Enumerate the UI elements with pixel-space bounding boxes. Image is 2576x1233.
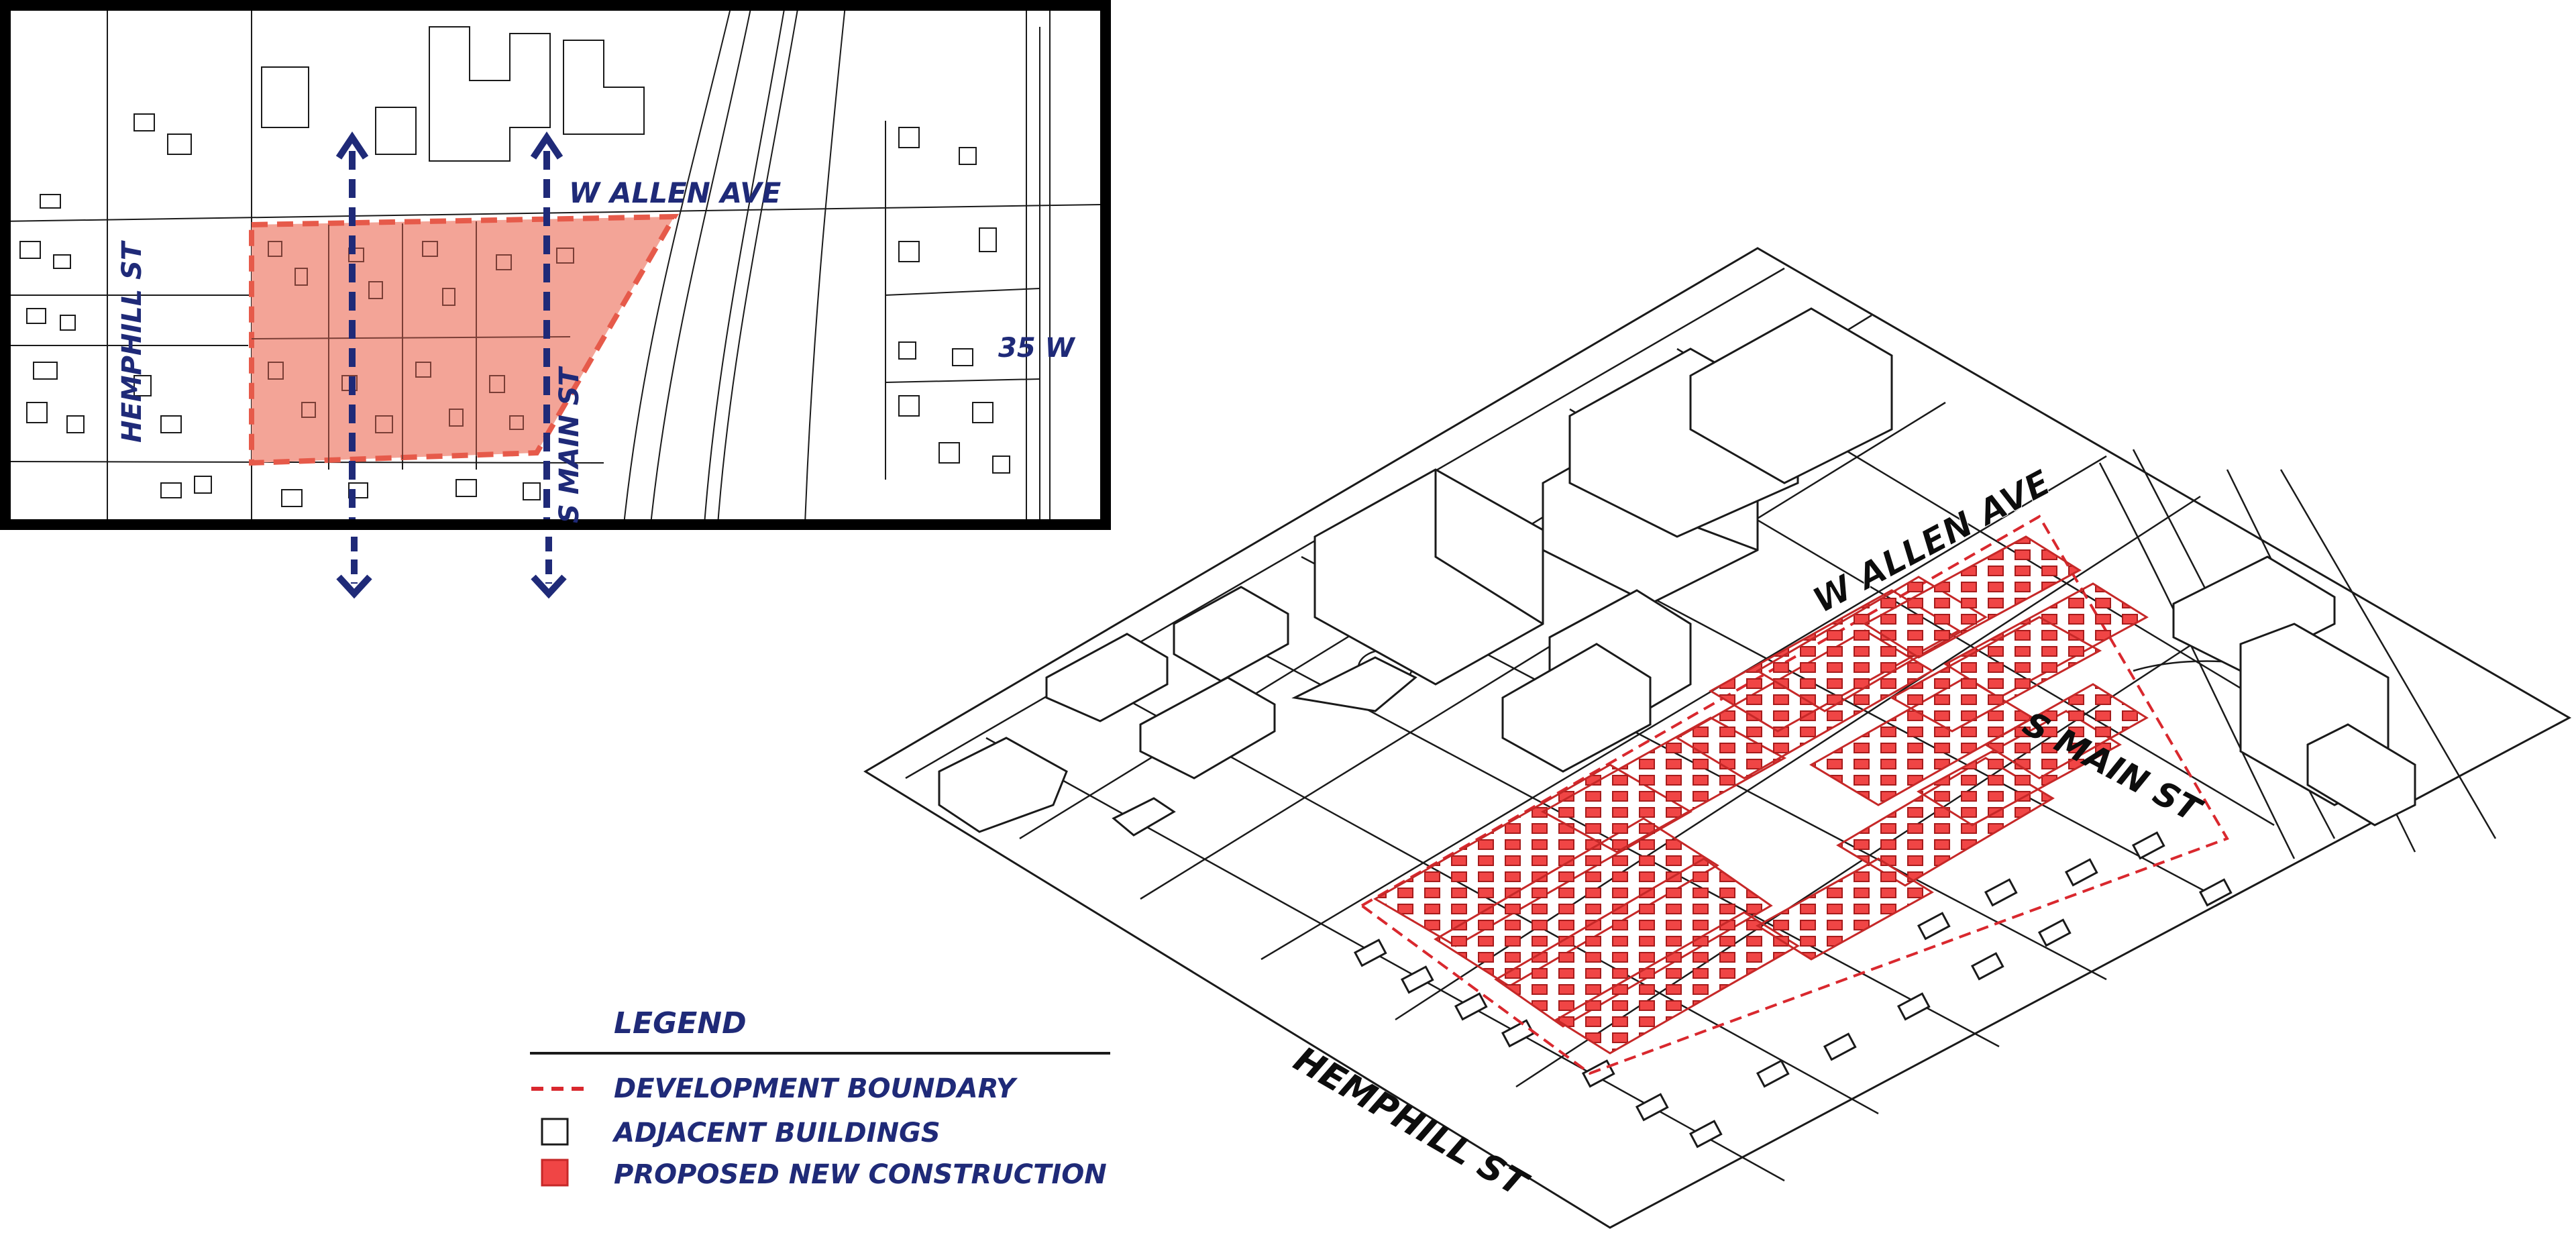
inset-development-blocks [251, 221, 574, 463]
proposed-block [1434, 817, 1719, 987]
inset-label-main: S MAIN ST [554, 366, 585, 523]
inset-hospital-outlines [261, 26, 645, 162]
proposed-construction [1373, 535, 2149, 1055]
proposed-block [1889, 616, 2102, 733]
legend-proposed-label: PROPOSED NEW CONSTRUCTION [614, 1159, 1107, 1190]
south-arrow-right [531, 537, 567, 599]
inset-arrow-left [335, 131, 369, 523]
proposed-block [1984, 683, 2149, 780]
proposed-block [1494, 857, 1773, 1028]
legend-boundary-label: DEVELOPMENT BOUNDARY [614, 1073, 1018, 1104]
inset-frame [0, 0, 1111, 530]
inset-label-i35: 35 W [998, 333, 1076, 364]
legend-title: LEGEND [614, 1006, 747, 1040]
residential-buildings [1353, 831, 2233, 1148]
inset-label-hemphill: HEMPHILL ST [117, 240, 148, 443]
legend-proposed-symbol [541, 1159, 569, 1187]
legend-adjacent-symbol [541, 1118, 569, 1146]
south-arrow-left [336, 537, 372, 599]
iso-development-boundary [1359, 515, 2229, 1075]
inset-development-area [249, 213, 680, 466]
proposed-block [1756, 857, 1934, 961]
legend-adjacent-label: ADJACENT BUILDINGS [612, 1118, 941, 1148]
inset-map: W ALLEN AVE HEMPHILL ST S MAIN ST 35 W [0, 0, 1111, 530]
inset-residential-outlines [19, 113, 1010, 507]
inset-arrow-right [530, 131, 564, 523]
inset-label-allen: W ALLEN AVE [569, 176, 782, 209]
proposed-block [1863, 535, 2082, 659]
isometric-view: W ALLEN AVE S MAIN ST HEMPHILL ST [863, 247, 2572, 1229]
legend: LEGEND DEVELOPMENT BOUNDARY ADJACENT BUI… [530, 1006, 1110, 1190]
adjacent-buildings [938, 307, 2416, 837]
